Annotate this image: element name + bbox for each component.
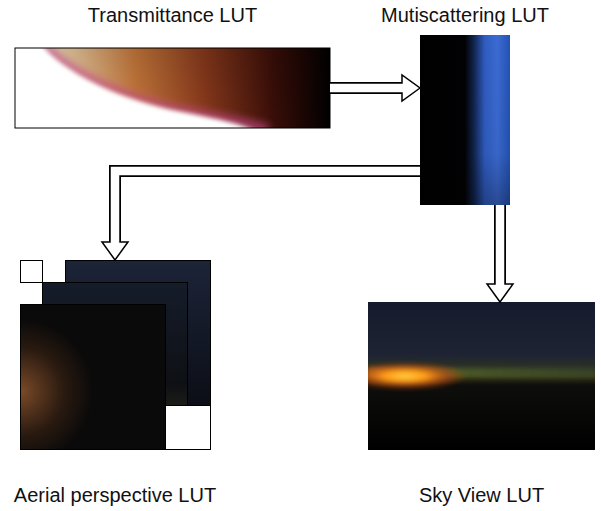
sky-view-image [368, 302, 595, 450]
lut-title: Sky View LUT [419, 483, 544, 507]
arrow-fill [115, 171, 420, 245]
lut-title: Aerial perspective LUT [14, 483, 216, 507]
arrow-fill [496, 205, 505, 287]
lut-node: Transmittance LUT [15, 48, 330, 128]
transmittance-image [15, 48, 330, 128]
hollow-arrow [102, 171, 420, 260]
lut-node: Mutiscattering LUT [420, 35, 510, 205]
lut-title: Mutiscattering LUT [381, 3, 549, 27]
lut-title: Transmittance LUT [88, 3, 257, 27]
arrow-outline [115, 171, 420, 242]
hollow-arrow [487, 205, 513, 302]
image-border [15, 48, 330, 128]
arrow-fill [330, 84, 405, 93]
lut-node: Sky View LUT [368, 302, 595, 450]
aerial-perspective-slices [21, 261, 211, 450]
multiscattering-image [420, 35, 510, 205]
hollow-arrow [330, 75, 420, 101]
lut-node: Aerial perspective LUT [20, 260, 210, 450]
